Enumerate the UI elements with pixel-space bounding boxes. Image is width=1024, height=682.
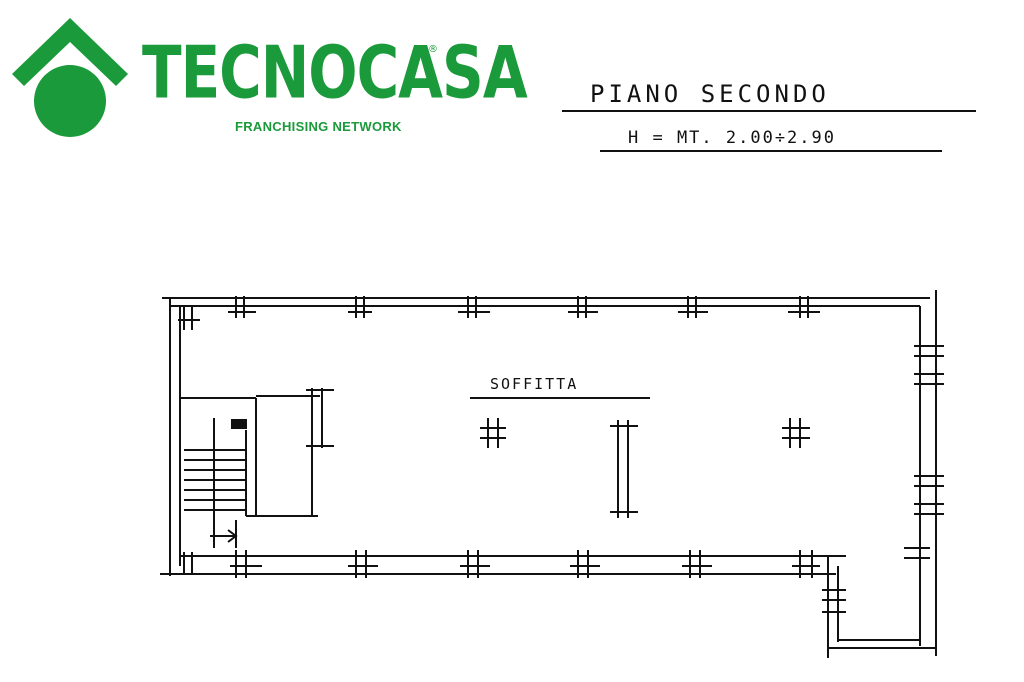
pillar-left [480,418,506,448]
chimney-marker [231,419,247,429]
pillar-center [610,420,638,518]
brand-name: TECNOCASA [142,29,528,115]
room-label: SOFFITTA [490,375,579,393]
left-wall-joints [178,306,200,574]
right-wall-joints [822,345,944,613]
registered-mark: ® [428,44,438,55]
floor-title: PIANO SECONDO [590,80,830,108]
top-wall-joints [228,296,820,318]
stair-partition [256,388,334,516]
staircase [180,397,318,548]
height-label: H = MT. 2.00÷2.90 [628,128,836,148]
outer-wall [160,290,937,658]
height-label-underline [600,150,942,152]
house-icon [12,18,128,137]
bottom-wall-joints [230,550,820,578]
tecnocasa-logo: TECNOCASA ® FRANCHISING NETWORK [0,0,528,150]
floor-title-underline [562,110,976,112]
pillar-right [782,418,810,448]
brand-tagline: FRANCHISING NETWORK [235,119,402,134]
